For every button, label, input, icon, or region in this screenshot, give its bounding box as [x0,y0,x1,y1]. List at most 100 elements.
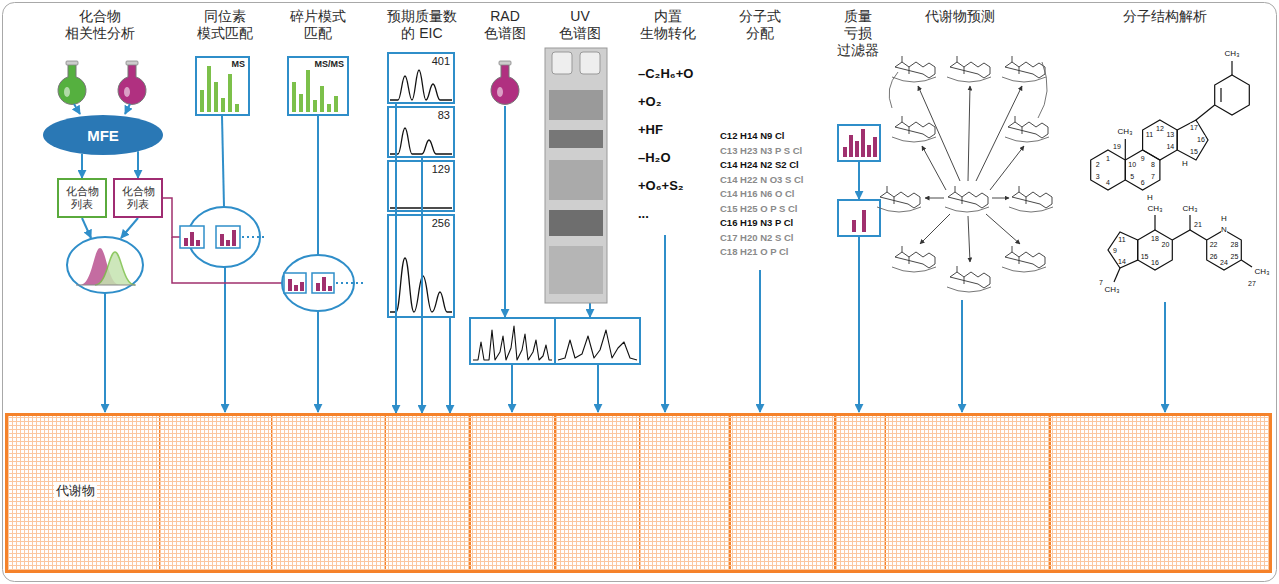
drawing-polygon [1143,120,1178,160]
atom-label-holder: 11 [1146,131,1153,138]
drawing-path [589,303,591,317]
spectrum-box: MS/MS [287,56,349,116]
atom-label: 6 [1141,179,1145,186]
atom-label-holder: 22 [1210,241,1218,248]
drawing-rect [313,100,317,112]
drawing-polygon [1091,150,1126,190]
atom-label: 22 [1210,241,1218,248]
biotransformation-label: +O₆+S₂ [638,178,684,193]
drawing-polygon [1138,230,1173,270]
atom-label: CH₃ [1118,127,1133,136]
column-heading-holder: RAD 色谱图 [479,8,531,42]
drawing-path [390,128,452,154]
column-heading-holder: 分子式 分配 [734,8,786,42]
mass-number: 129 [432,163,450,175]
formula-label-holder: C16 H19 N3 P Cl [720,217,793,228]
column-heading: RAD 色谱图 [484,8,526,41]
drawing-use [118,61,146,104]
drawing-rect [861,129,865,157]
drawing-rect [207,66,211,112]
box-label: 化合物 列表 [117,185,159,211]
drawing-line [1114,268,1120,282]
atom-label: 11 [1146,131,1153,138]
atom-label: CH₃ [1148,204,1163,213]
purple-links [163,198,284,283]
fragment-lens [282,255,366,311]
atom-label: CH₃ [1183,204,1198,213]
connector-arrow [81,154,83,178]
drawing-path [858,236,860,412]
atom-label-holder: 10 [1128,161,1136,168]
spectrum-label: MS/MS [314,59,344,69]
column-heading-holder: 分子结构解析 [1110,8,1220,25]
drawing-line [1154,215,1155,230]
atom-label-holder: 24 [1220,259,1228,266]
drawing-path [1038,62,1047,118]
mass-defect-filter [838,125,880,236]
drawing-rect [220,234,224,246]
isotope-lens [180,207,264,267]
drawing-line [242,236,264,238]
column-heading-holder: 同位素 模式匹配 [193,8,257,42]
biotransformation-label-holder: +O₆+S₂ [638,178,684,194]
drawing-use [877,186,921,212]
atom-label: 7 [1151,173,1155,180]
drawing-rect [322,277,326,291]
atom-label-holder: 14 [1118,258,1126,265]
drawing-path [990,146,1024,190]
drawing-use [1002,246,1046,272]
drawing-rect [184,238,188,246]
drawing-rect [549,160,603,200]
eic-box: 401 [387,52,455,104]
drawing-path [558,330,637,360]
drawing-line [1196,105,1215,120]
drawing-rect [555,318,640,364]
drawing-use [947,56,991,82]
drawing-path [222,116,224,207]
drawing-line [1125,139,1126,160]
formula-label-holder: C18 H21 O P Cl [720,246,788,257]
drawing-rect [552,52,572,74]
blue-arrows [74,104,1165,412]
atom-label: H [1147,193,1153,202]
atom-label: H [1221,214,1227,223]
atom-label-holder: 6 [1141,179,1145,186]
drawing-path [986,214,1020,244]
drawing-rect [862,210,866,232]
ellipse-fill [43,115,163,155]
drawing-use [945,186,989,212]
atom-label: CH₃ [1225,49,1240,58]
atom-label-holder: 4 [1106,179,1110,186]
atom-label: 1 [1106,155,1110,162]
drawing-path [992,198,1009,199]
drawing-polygon [1177,120,1208,160]
atom-label: CH₃ [1255,267,1270,276]
formula-label-holder: C15 H25 O P S Cl [720,203,797,214]
atom-label: 11 [1118,236,1125,243]
biotransformation-label-holder: –C₂H₆+O [638,66,693,82]
mfe-ellipse: MFE [43,115,163,155]
atom-label: 25 [1230,253,1238,260]
formula-label-holder: C17 H20 N2 S Cl [720,232,793,243]
column-heading-holder: UV 色谱图 [554,8,606,42]
atom-label: 26 [1210,253,1218,260]
uv-detector [545,48,607,303]
atom-label: 14 [1166,143,1174,150]
atom-label-holder: CH₃ [1118,128,1133,136]
drawing-path [759,270,761,412]
atom-label: 14 [1118,258,1126,265]
formula-label: C13 H23 N3 P S Cl [720,145,802,156]
drawing-rect [214,82,218,112]
drawing-rect [284,273,306,293]
box-label: 化合物 列表 [61,185,103,211]
biotransformation-label: +O₂ [638,94,661,109]
atom-label-holder: H [1182,160,1188,168]
atom-label-holder: 12 [1156,125,1164,132]
atom-label-holder: CH₃ [1183,205,1198,213]
drawing-path [390,70,452,100]
drawing-rect [873,137,877,157]
drawing-use [1009,186,1053,212]
mass-number: 256 [432,217,450,229]
drawing-rect [294,285,298,291]
atom-label-holder: CH₃ [1225,50,1240,58]
